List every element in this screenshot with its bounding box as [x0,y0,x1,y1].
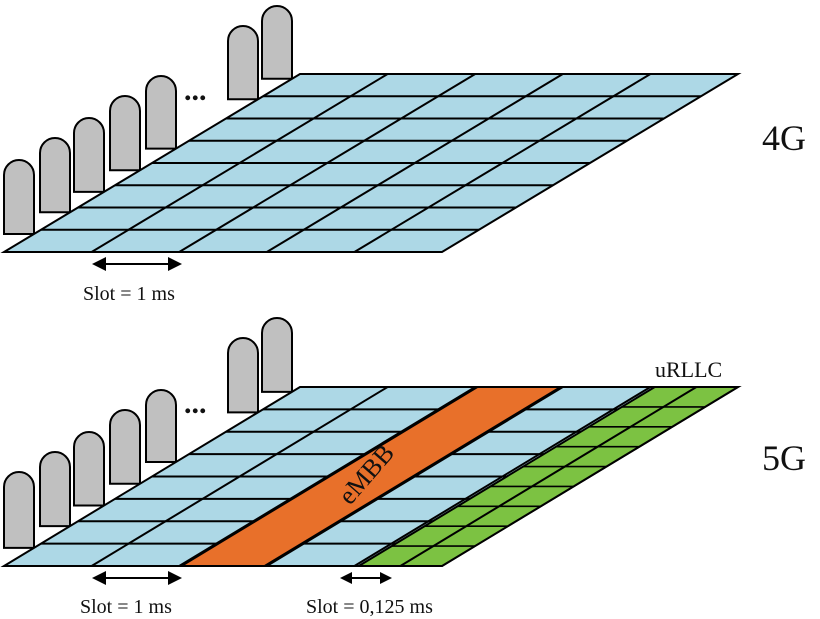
antenna-5g-3 [73,431,105,507]
antenna-5g-1 [3,471,35,549]
diagram-4g: ... 4G Slot = 1 ms [0,5,806,305]
antenna-4g-5 [145,75,177,150]
generation-label-5g: 5G [762,438,806,478]
slot-arrow-4g [92,257,182,271]
grid-column-line-4g [91,73,389,253]
generation-label-4g: 4G [762,118,806,158]
ellipsis-5g: ... [184,387,207,420]
antenna-array-5g [3,317,293,549]
antenna-array-4g [3,5,293,235]
antenna-5g-4 [109,409,141,485]
urllc-label: uRLLC [655,357,722,382]
slot-label-4g: Slot = 1 ms [83,283,175,305]
grid-column-line-5g [266,386,564,567]
resource-grid-4g [0,73,742,253]
grid-column-line-4g [353,73,651,253]
grid-column-line-5g [353,386,651,567]
grid-column-line-4g [266,73,564,253]
antenna-4g-6 [227,25,259,101]
slot-arrow-5g [92,571,182,585]
grid-column-line-4g [178,73,476,253]
antenna-4g-1 [3,159,35,235]
slot-label-5g: Slot = 1 ms [80,596,172,618]
urllc-column-line [399,386,697,567]
mini-slot-arrow-5g [340,572,392,584]
mini-slot-label-5g: Slot = 0,125 ms [306,596,433,618]
resource-grid-5g [0,386,742,567]
antenna-4g-4 [109,95,141,172]
ellipsis-4g: ... [184,74,207,107]
grid-column-line-5g [178,386,476,567]
antenna-5g-2 [39,451,71,528]
antenna-4g-2 [39,137,71,214]
grid-column-line-5g [91,386,389,567]
antenna-4g-7 [261,5,293,80]
antenna-5g-5 [145,389,177,463]
diagram-5g: ... 5G uRLLC eMBB Slot = 1 ms Slot = 0,1… [0,317,806,618]
embb-band [177,386,565,567]
antenna-5g-6 [227,337,259,414]
antenna-5g-7 [261,317,293,393]
antenna-4g-3 [73,117,105,193]
